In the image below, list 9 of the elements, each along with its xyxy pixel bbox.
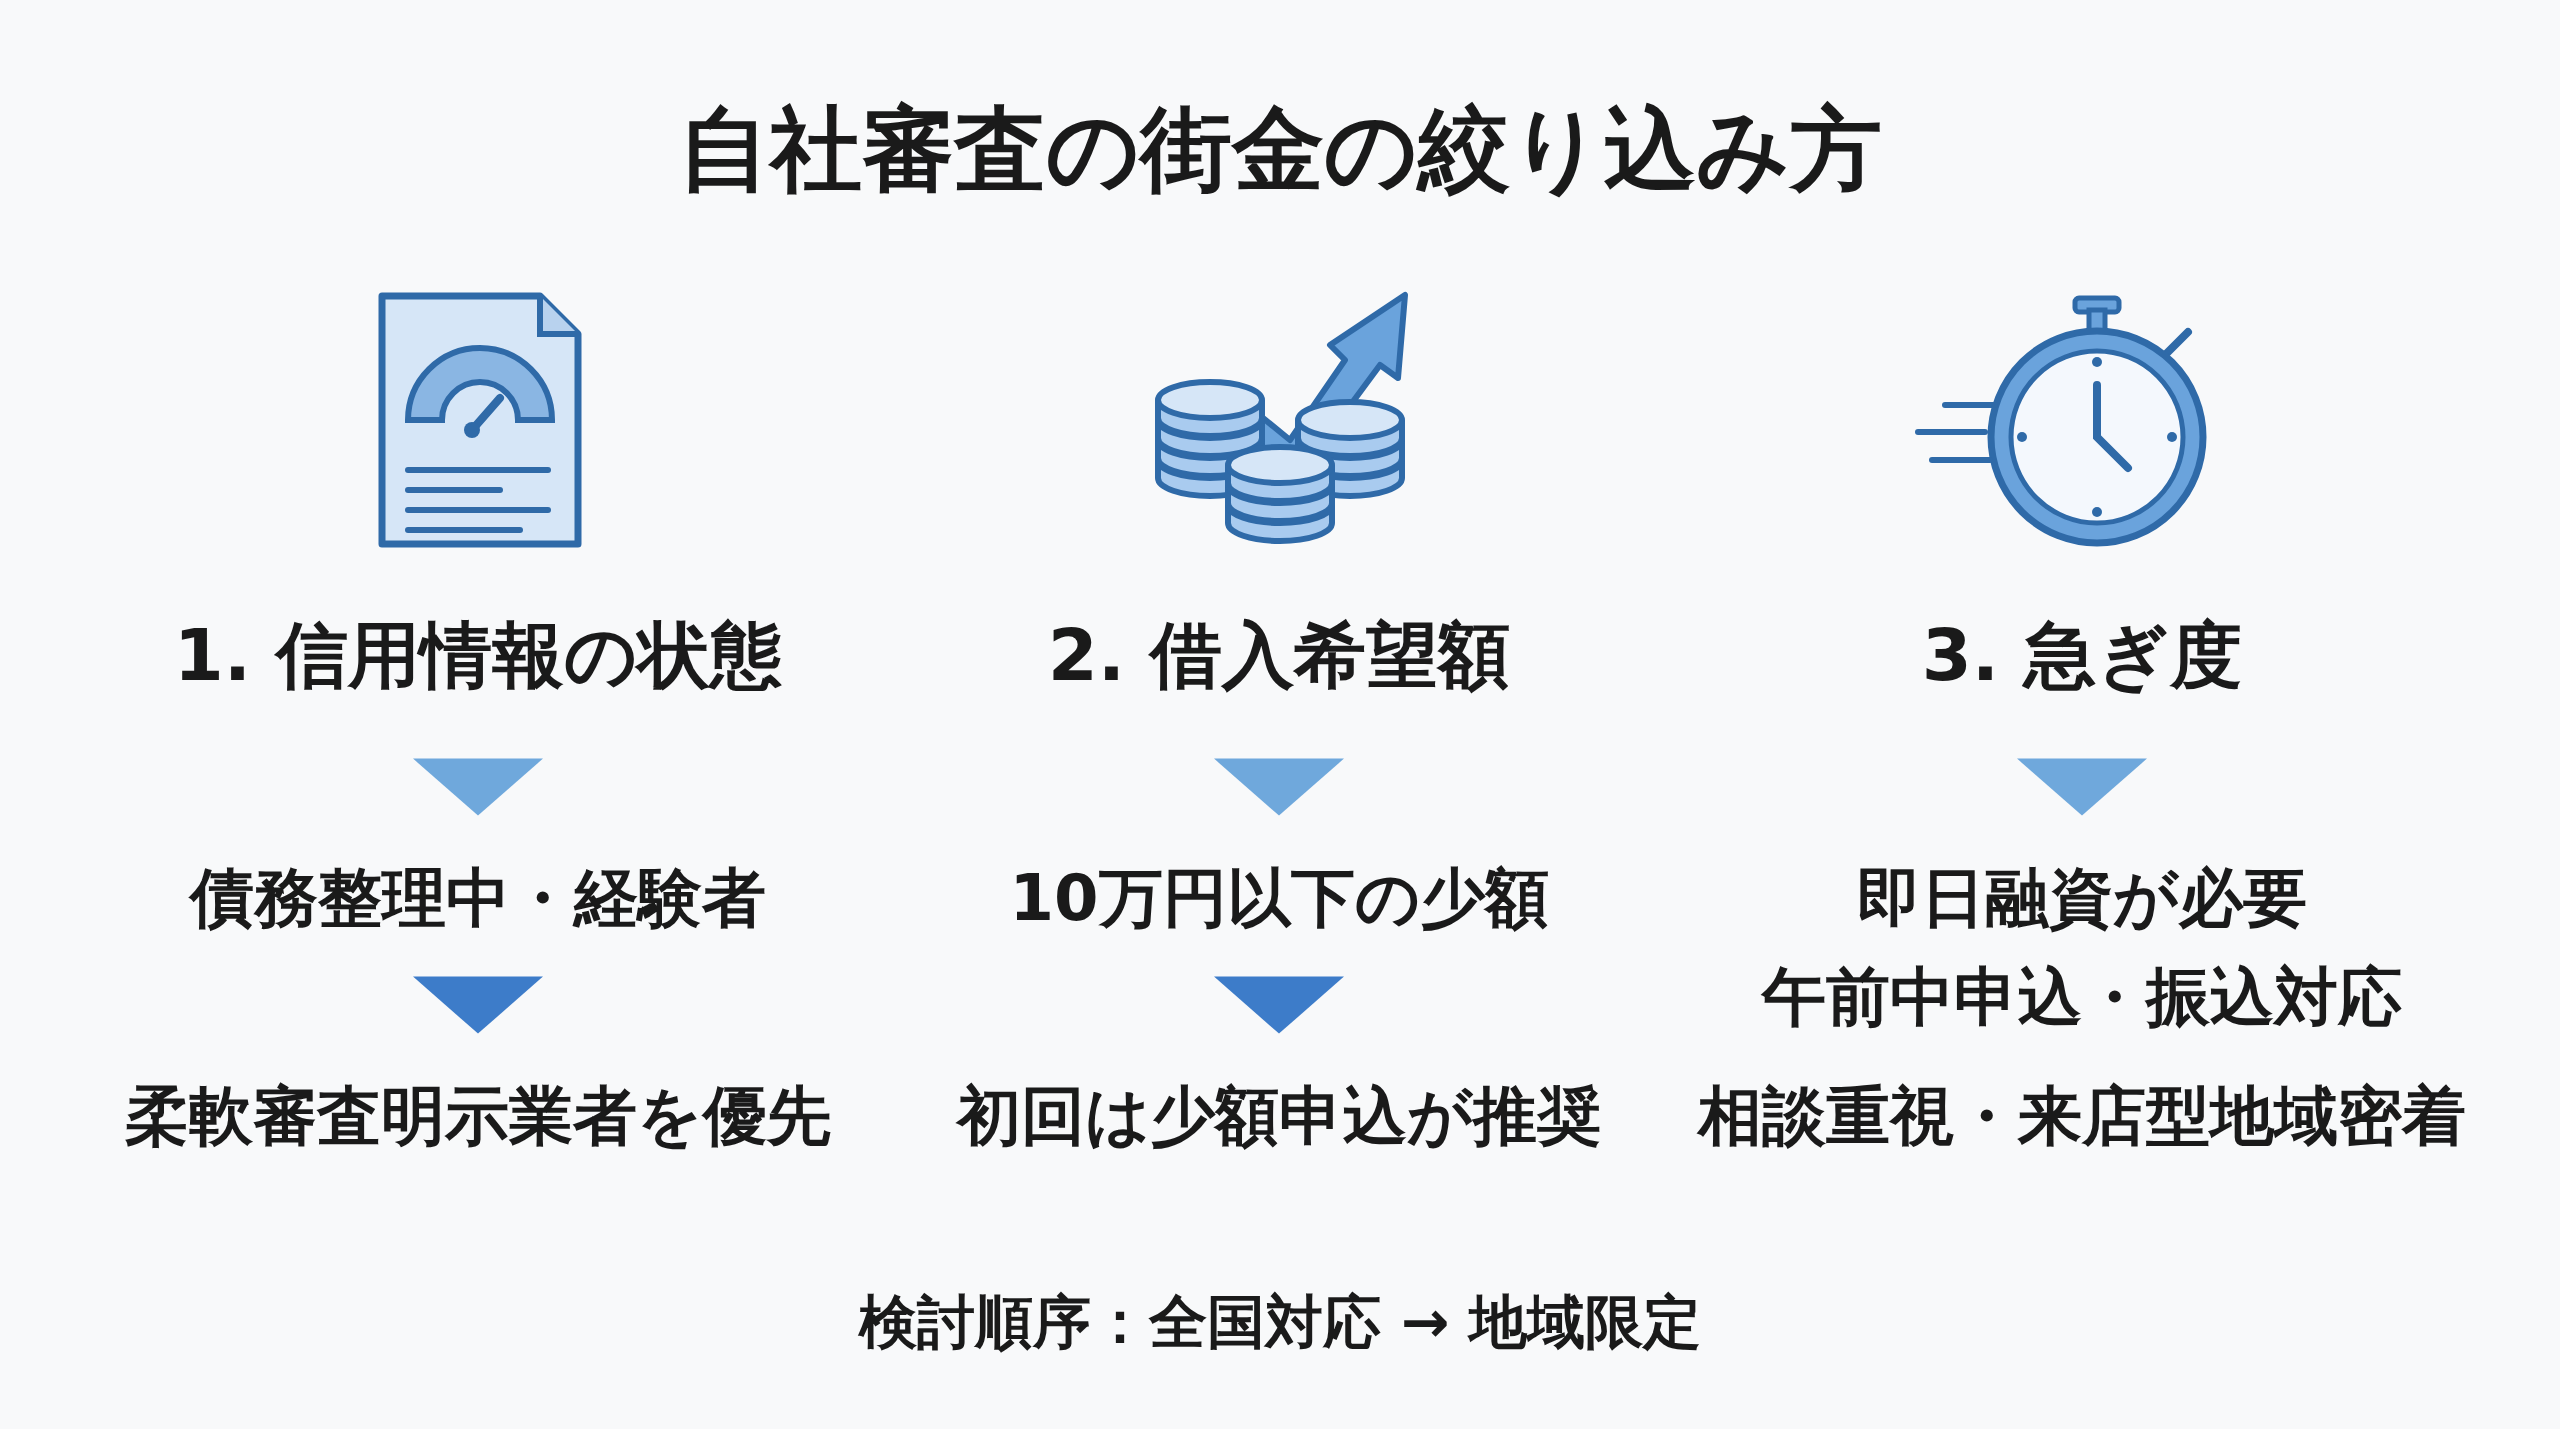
step-heading: 3. 急ぎ度 (1915, 595, 2249, 715)
step-text: 初回は少額申込が推奨 (951, 1033, 1607, 1177)
step-text: 柔軟審査明示業者を優先 (119, 1033, 837, 1177)
step-text: 債務整理中・経験者 (184, 815, 772, 959)
title: 自社審査の街金の絞り込み方 (677, 95, 1883, 205)
step-heading: 2. 借入希望額 (1041, 595, 1517, 715)
note: 検討順序：全国対応 → 地域限定 (858, 1287, 1702, 1358)
step-heading: 1. 信用情報の状態 (167, 595, 789, 715)
step-text: 10万円以下の少額 (1003, 815, 1555, 959)
